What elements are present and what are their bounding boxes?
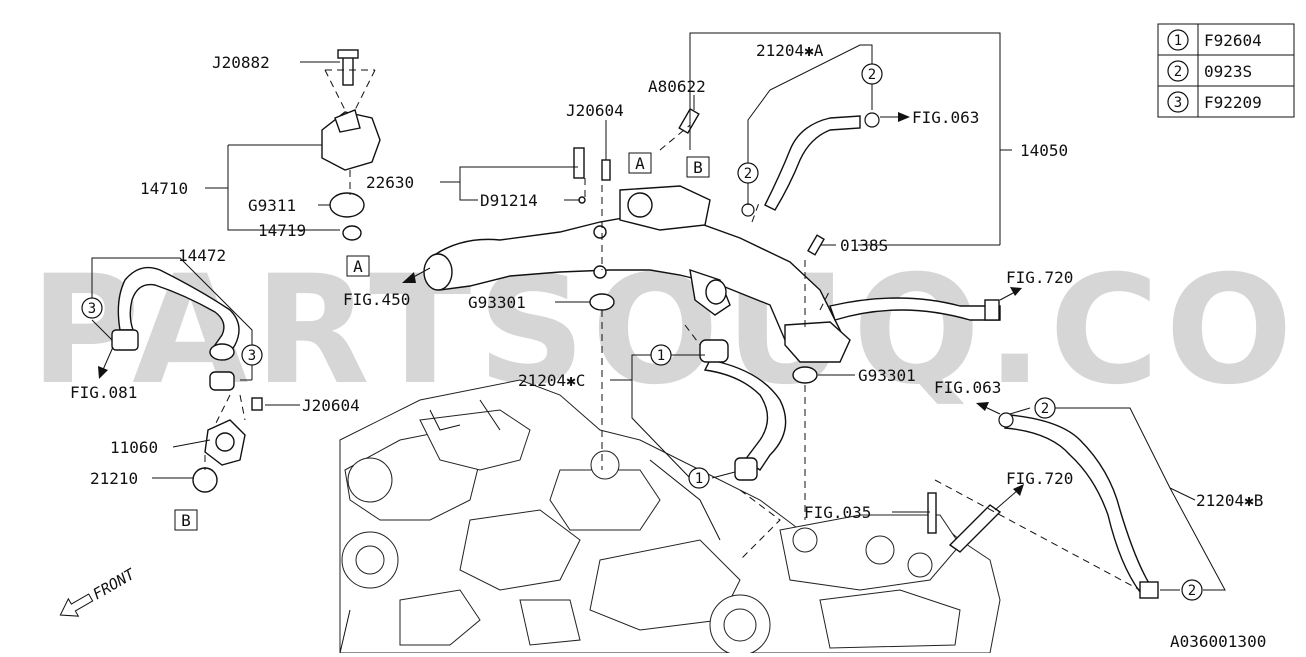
- label-22630: 22630: [366, 173, 414, 192]
- ref-box-b-left: B: [181, 511, 191, 530]
- callout-2-bottom: 2: [1188, 583, 1196, 599]
- circled-callouts: 1 1 2 2 2 2 3 3: [81, 63, 1203, 601]
- label-g93301-b: G93301: [858, 366, 916, 385]
- legend-code-2: 0923S: [1204, 62, 1252, 81]
- callout-2-mid: 2: [744, 166, 752, 182]
- label-11060: 11060: [110, 438, 158, 457]
- hose-21204c: [703, 359, 787, 471]
- pipe-fig720: [948, 504, 1002, 553]
- arrows: [98, 112, 1024, 511]
- hose-21204b: [1004, 414, 1151, 593]
- legend-table: 1 F92604 2 0923S 3 F92209: [1157, 23, 1295, 118]
- label-fig720-right: FIG.720: [1006, 469, 1073, 488]
- ref-box-a-top: A: [635, 154, 645, 173]
- part-21210: [192, 467, 218, 493]
- label-21210: 21210: [90, 469, 138, 488]
- callout-3-right: 3: [248, 348, 256, 364]
- gasket-g93301-b: [792, 366, 818, 384]
- label-fig035: FIG.035: [804, 503, 871, 522]
- label-fig450: FIG.450: [343, 290, 410, 309]
- hose-21204a: [764, 115, 861, 211]
- sensor-22630: [573, 147, 585, 179]
- gasket-g93301-a: [589, 293, 615, 311]
- label-fig063-top: FIG.063: [912, 108, 979, 127]
- front-indicator: FRONT: [59, 565, 139, 617]
- boxed-references: A B A B: [174, 152, 710, 531]
- label-21204c: 21204✱C: [518, 371, 585, 390]
- label-g93301-a: G93301: [468, 293, 526, 312]
- label-21204b: 21204✱B: [1196, 491, 1263, 510]
- label-d91214: D91214: [480, 191, 538, 210]
- callout-1-upper: 1: [657, 348, 665, 364]
- diagram-id: A036001300: [1170, 632, 1266, 651]
- callout-3-left: 3: [88, 301, 96, 317]
- label-fig720-top: FIG.720: [1006, 268, 1073, 287]
- label-j20604-left: J20604: [302, 396, 360, 415]
- part-14719: [342, 225, 362, 241]
- front-label: FRONT: [90, 565, 139, 604]
- label-fig063-right: FIG.063: [934, 378, 1001, 397]
- callout-2-top: 2: [868, 67, 876, 83]
- callout-1-lower: 1: [695, 471, 703, 487]
- gasket-g9311: [329, 192, 365, 218]
- part-14710: [321, 49, 381, 171]
- label-g9311: G9311: [248, 196, 296, 215]
- legend-code-1: F92604: [1204, 31, 1262, 50]
- coolant-pipe-14050: [423, 185, 1001, 363]
- ref-box-b-top: B: [693, 158, 703, 177]
- label-14472: 14472: [178, 246, 226, 265]
- assembly-lines: [204, 69, 1141, 591]
- legend-num-2: 2: [1174, 64, 1182, 80]
- label-0138s: 0138S: [840, 236, 888, 255]
- legend-code-3: F92209: [1204, 93, 1262, 112]
- label-j20604-top: J20604: [566, 101, 624, 120]
- callout-2-right: 2: [1041, 401, 1049, 417]
- label-21204a: 21204✱A: [756, 41, 824, 60]
- part-labels: J20882 J20604 A80622 21204✱A FIG.063 140…: [70, 41, 1266, 651]
- label-a80622: A80622: [648, 77, 706, 96]
- legend-num-3: 3: [1174, 95, 1182, 111]
- label-14710: 14710: [140, 179, 188, 198]
- label-14719: 14719: [258, 221, 306, 240]
- label-j20882: J20882: [212, 53, 270, 72]
- legend-num-1: 1: [1174, 33, 1182, 49]
- leader-lines: [91, 32, 1226, 591]
- ref-box-a-left: A: [353, 257, 363, 276]
- engine-block: [339, 379, 1001, 656]
- label-fig081: FIG.081: [70, 383, 137, 402]
- label-14050: 14050: [1020, 141, 1068, 160]
